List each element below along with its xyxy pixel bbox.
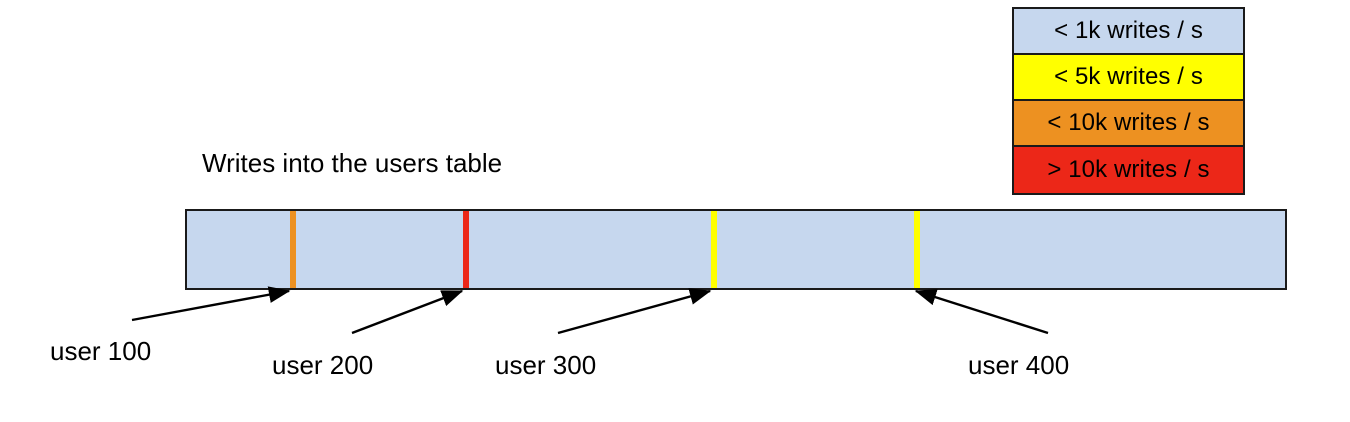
user-100-label: user 100 <box>50 336 152 366</box>
user-100-stripe <box>290 211 296 288</box>
user-200-label: user 200 <box>272 350 374 380</box>
user-400-stripe <box>914 211 920 288</box>
legend-label-under-5k: < 5k writes / s <box>1054 63 1203 90</box>
legend-row-over-10k: > 10k writes / s <box>1014 147 1243 193</box>
legend-row-under-1k: < 1k writes / s <box>1014 9 1243 55</box>
user-300-stripe <box>711 211 717 288</box>
legend-row-under-10k: < 10k writes / s <box>1014 101 1243 147</box>
user-300-arrow <box>557 288 712 335</box>
users-table-band <box>185 209 1287 290</box>
user-100-arrow <box>131 286 291 322</box>
user-200-arrow <box>351 289 464 335</box>
write-rate-legend: < 1k writes / s < 5k writes / s < 10k wr… <box>1012 7 1245 195</box>
user-400-label: user 400 <box>968 350 1070 380</box>
legend-label-under-10k: < 10k writes / s <box>1047 109 1210 136</box>
user-300-label: user 300 <box>495 350 597 380</box>
user-400-arrow <box>914 289 1049 335</box>
legend-label-over-10k: > 10k writes / s <box>1047 156 1210 183</box>
chart-title: Writes into the users table <box>202 148 503 178</box>
legend-label-under-1k: < 1k writes / s <box>1054 17 1203 44</box>
legend-row-under-5k: < 5k writes / s <box>1014 55 1243 101</box>
user-200-stripe <box>463 211 469 288</box>
